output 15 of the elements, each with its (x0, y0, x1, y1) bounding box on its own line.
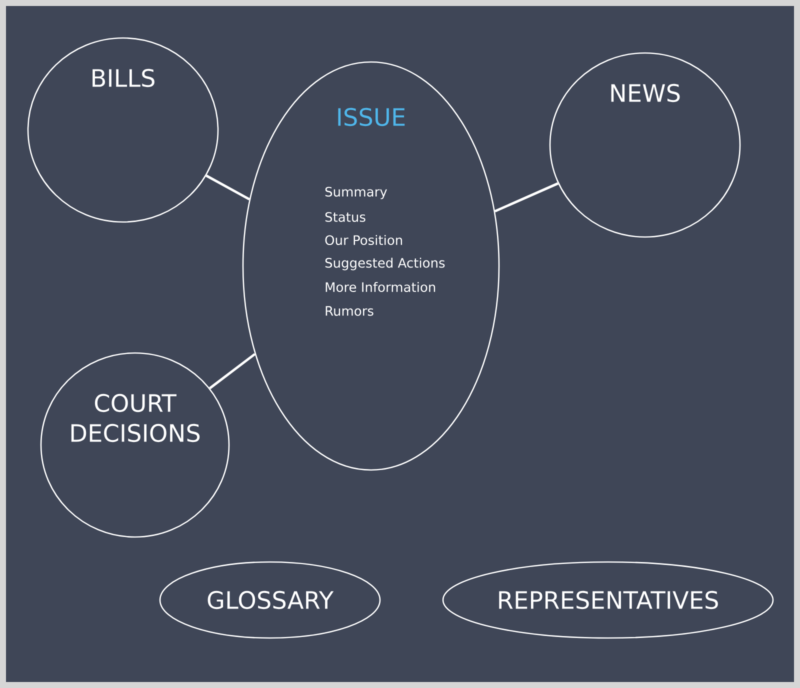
connector-line (494, 182, 558, 212)
node-title: BILLS (92, 68, 154, 88)
node-title: NEWS (611, 84, 680, 102)
node-title: ISSUE (338, 108, 405, 126)
list-item: Suggested Actions (325, 258, 445, 270)
list-item: Status (325, 212, 366, 222)
list-item: Rumors (326, 306, 374, 316)
connector-line (206, 174, 250, 200)
list-item: More Information (326, 282, 436, 292)
node-title: COURT DECISIONS (71, 394, 200, 442)
node-title: GLOSSARY (208, 590, 334, 610)
list-item: Our Position (325, 234, 402, 246)
list-item: Summary (325, 186, 387, 200)
node-title: REPRESENTATIVES (499, 590, 718, 610)
connector-line (209, 353, 256, 390)
